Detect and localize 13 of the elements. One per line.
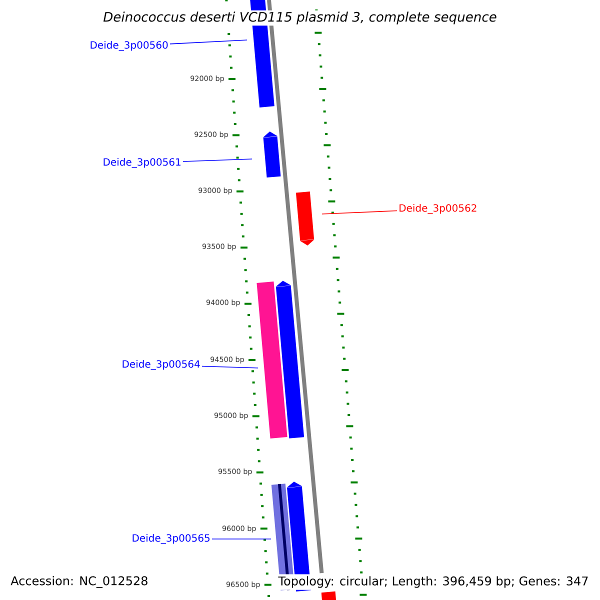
leader-line [212,538,272,540]
topology-text: Topology: circular; Length: 396,459 bp; Genes: 347 [276,574,591,590]
gene-label: Deide_3p00562 [400,204,476,214]
leader-line [322,210,398,214]
gene-label: Deide_3p00561 [104,158,180,168]
leader-line [182,158,252,162]
gene-label: Deide_3p00560 [90,41,168,51]
title: Deinococcus deserti VCD115 plasmid 3, complete sequence [102,10,498,26]
leader-line [202,366,258,368]
leader-line [170,40,248,44]
gene-label: Deide_3p00565 [132,534,210,544]
gene-label: Deide_3p00564 [122,360,200,370]
accession-text: Accession: NC_012528 [10,576,148,588]
